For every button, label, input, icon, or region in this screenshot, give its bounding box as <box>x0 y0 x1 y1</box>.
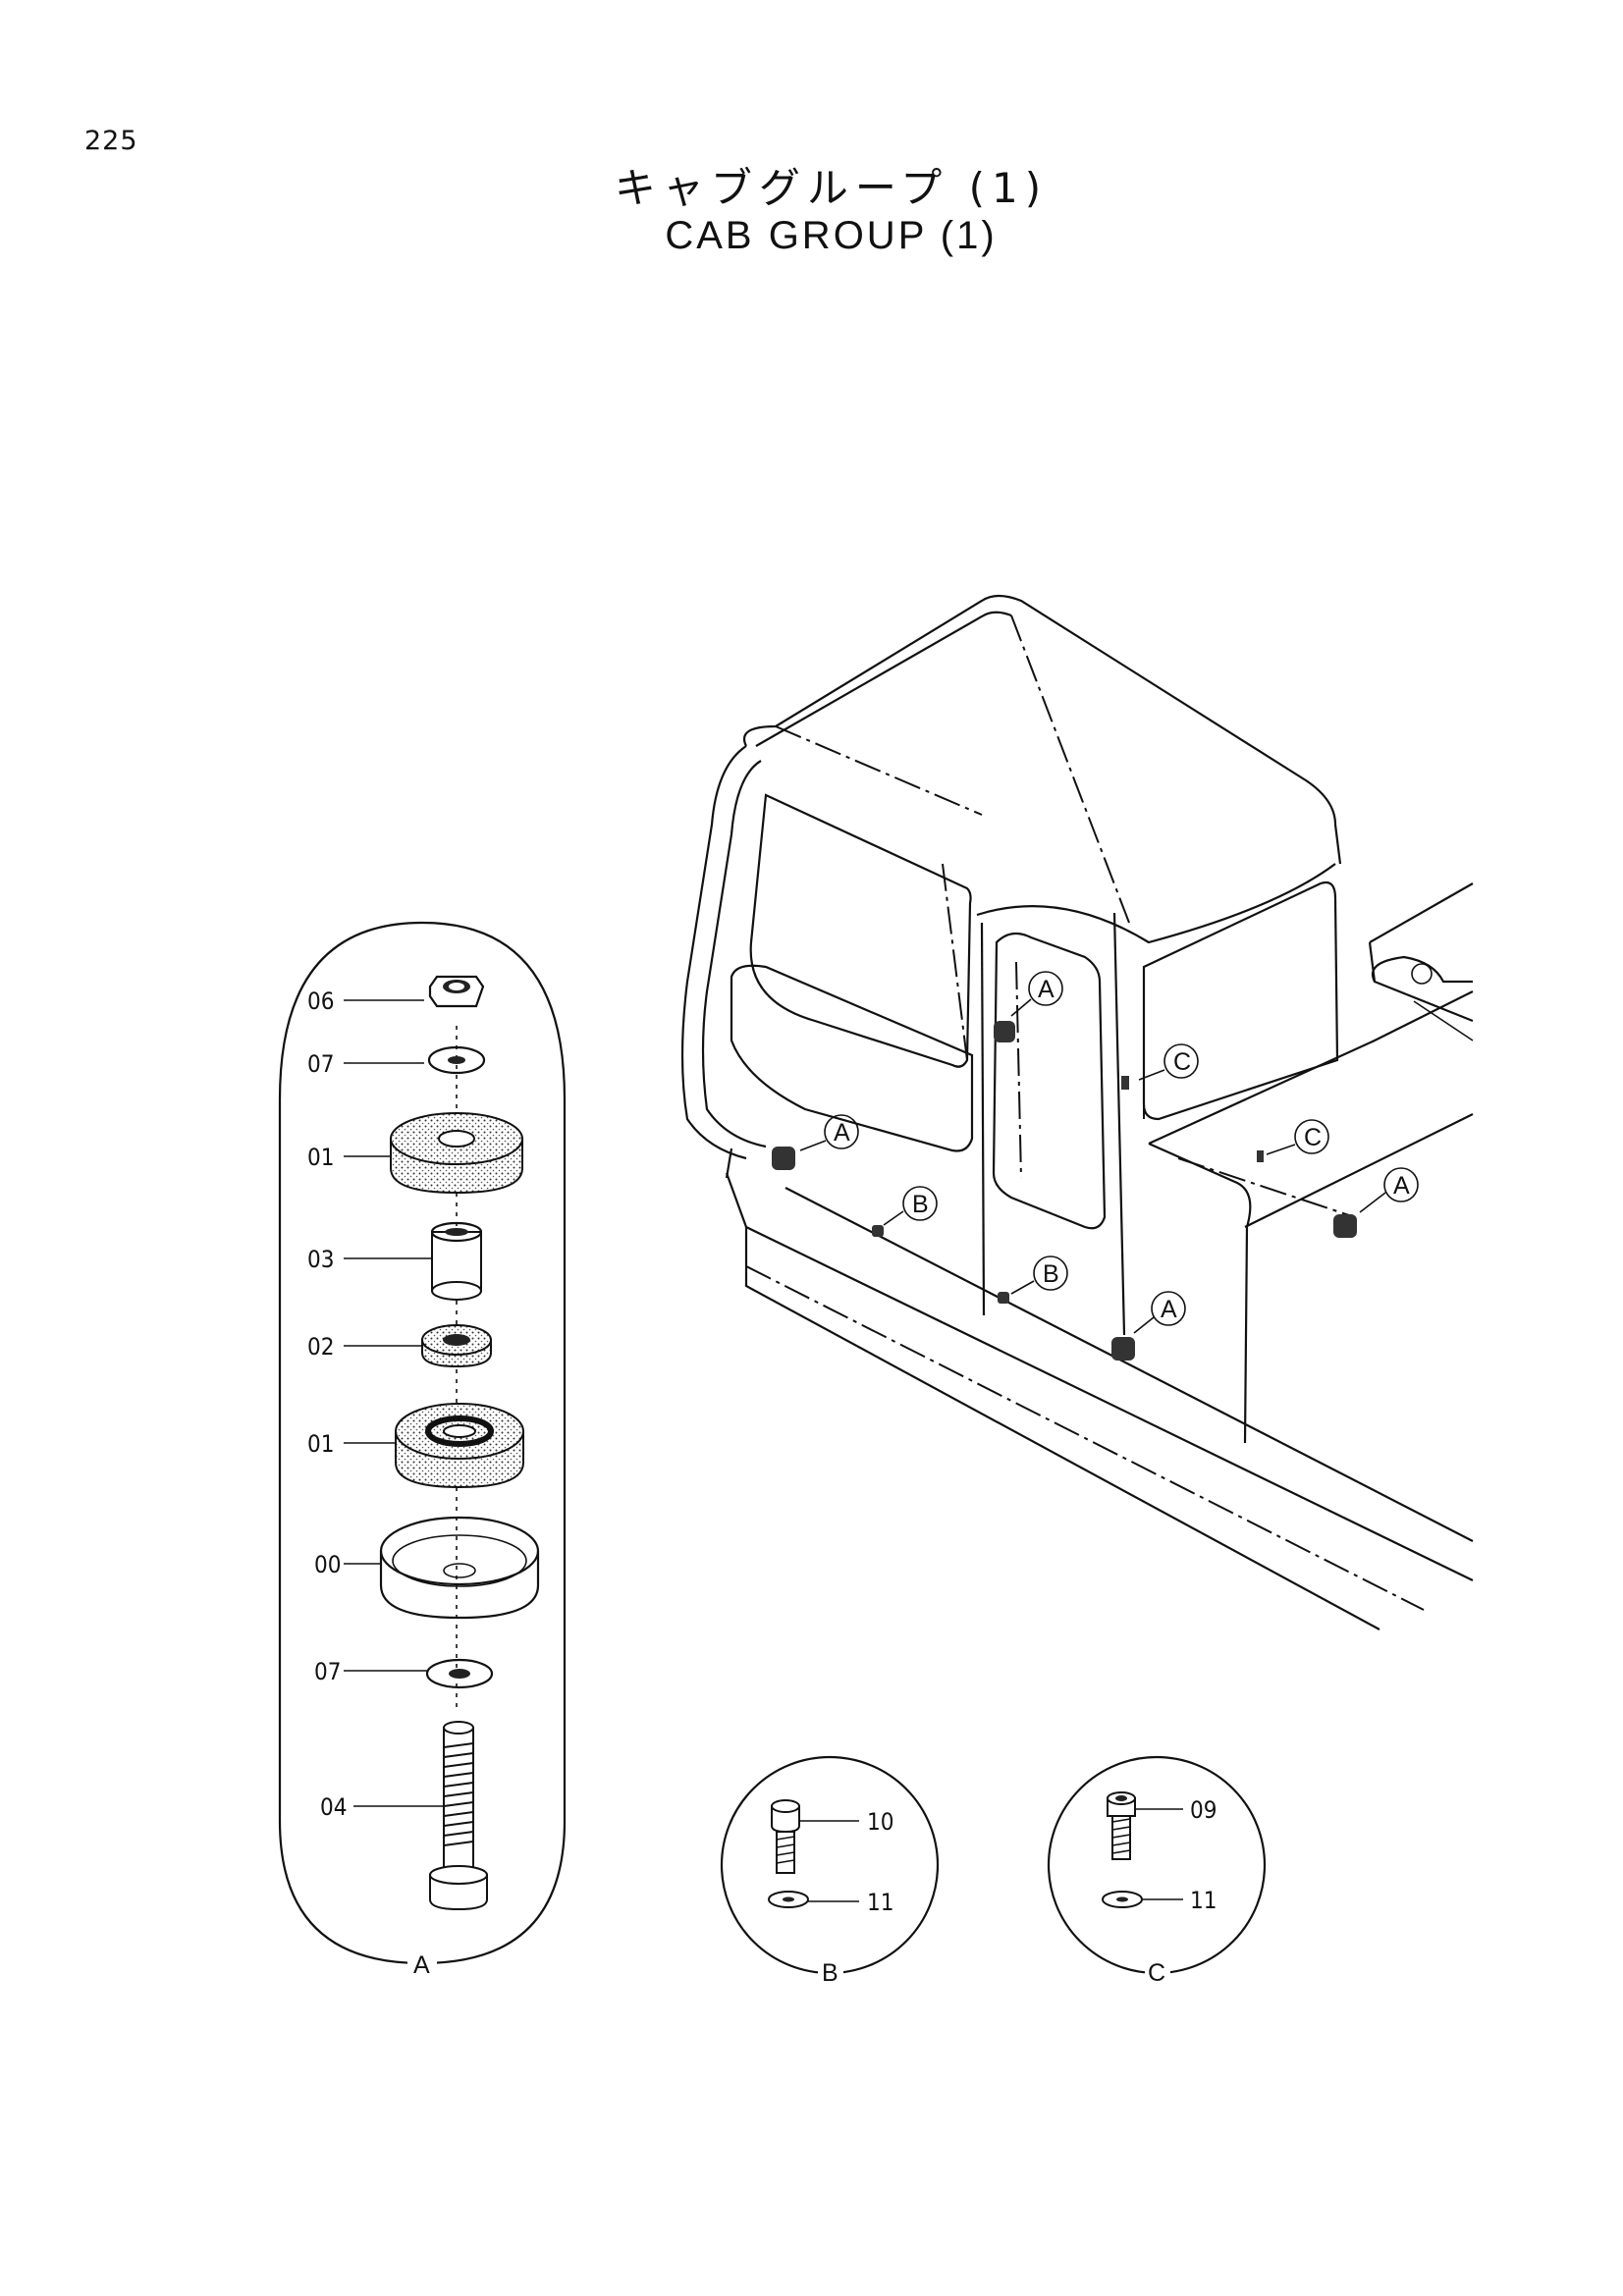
page-number: 225 <box>84 126 138 156</box>
svg-text:B: B <box>912 1191 929 1218</box>
detail-b-letter: B <box>822 1959 839 1987</box>
svg-text:C: C <box>1173 1048 1191 1076</box>
callout-a-front-left: A <box>772 1114 859 1170</box>
rubber-part-01-bottom <box>395 1403 524 1489</box>
label-04: 04 <box>320 1793 347 1821</box>
callout-a-door-top: A <box>994 971 1063 1042</box>
cup-part-00 <box>379 1516 540 1620</box>
label-02: 02 <box>307 1333 334 1361</box>
label-00: 00 <box>314 1551 341 1578</box>
label-06: 06 <box>307 988 334 1015</box>
callout-a-right-body: A <box>1333 1167 1419 1238</box>
label-09: 09 <box>1190 1796 1217 1824</box>
cab-illustration <box>680 594 1474 1630</box>
label-03: 03 <box>307 1246 334 1273</box>
cab-callouts: A A A A C <box>772 971 1419 1361</box>
title-english: CAB GROUP (1) <box>665 214 998 257</box>
sleeve-part-03 <box>430 1221 483 1301</box>
nut-part-06 <box>428 975 485 1008</box>
label-07: 07 <box>314 1658 341 1685</box>
label-01: 01 <box>307 1430 334 1458</box>
title-japanese: キャブグループ (1) <box>614 164 1049 212</box>
bolt-part-10 <box>771 1799 800 1874</box>
detail-b: 10 11 B <box>720 1755 940 1987</box>
callout-c-body: C <box>1257 1119 1329 1162</box>
svg-text:A: A <box>1393 1172 1410 1200</box>
bolt-part-04 <box>429 1721 488 1911</box>
washer-part-11 <box>768 1891 809 1908</box>
detail-c: 09 11 C <box>1047 1755 1267 1987</box>
callout-b-front: B <box>872 1186 938 1237</box>
label-07: 07 <box>307 1050 334 1078</box>
label-11: 11 <box>867 1889 893 1916</box>
washer-part-07-top <box>427 1045 486 1075</box>
ring-part-02 <box>421 1324 492 1368</box>
svg-text:B: B <box>1043 1260 1059 1288</box>
washer-part-07-bottom <box>425 1658 494 1689</box>
bolt-part-09 <box>1107 1791 1136 1860</box>
detail-a: 06 07 01 03 02 01 00 07 04 A <box>278 921 567 1979</box>
detail-c-letter: C <box>1148 1959 1165 1987</box>
label-10: 10 <box>867 1808 893 1836</box>
washer-part-11 <box>1102 1891 1143 1908</box>
detail-a-letter: A <box>413 1951 430 1979</box>
callout-c-upper: C <box>1121 1043 1199 1090</box>
label-01: 01 <box>307 1144 334 1171</box>
svg-text:A: A <box>1038 976 1055 1003</box>
label-11: 11 <box>1190 1887 1217 1914</box>
callout-b-door: B <box>998 1255 1068 1304</box>
callout-a-lower-rear: A <box>1111 1291 1186 1361</box>
svg-text:C: C <box>1304 1124 1322 1151</box>
svg-text:A: A <box>1161 1296 1177 1323</box>
rubber-part-01-top <box>390 1112 523 1195</box>
svg-text:A: A <box>834 1119 850 1147</box>
